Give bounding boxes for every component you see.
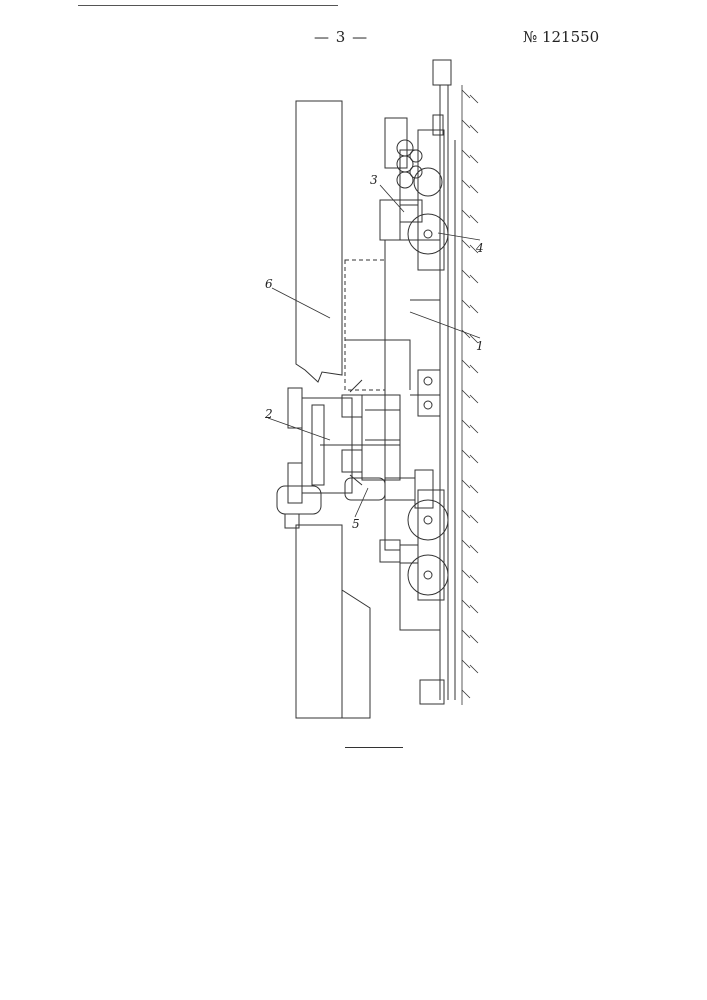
carriage-1 [345, 150, 440, 630]
drive-unit-3 [385, 118, 422, 222]
label-4: 4 [475, 241, 484, 255]
label-6: 6 [265, 277, 273, 291]
label-1: 1 [476, 339, 484, 353]
label-3: 3 [370, 173, 378, 187]
rail-track [420, 60, 455, 704]
label-2: 2 [264, 407, 273, 421]
wheel-bogie-front-4 [408, 115, 448, 270]
end-rule [345, 747, 403, 748]
frame-body-6 [296, 101, 370, 718]
column-assembly-2 [277, 380, 400, 528]
ground-hatching [462, 85, 478, 705]
label-5: 5 [352, 517, 360, 531]
